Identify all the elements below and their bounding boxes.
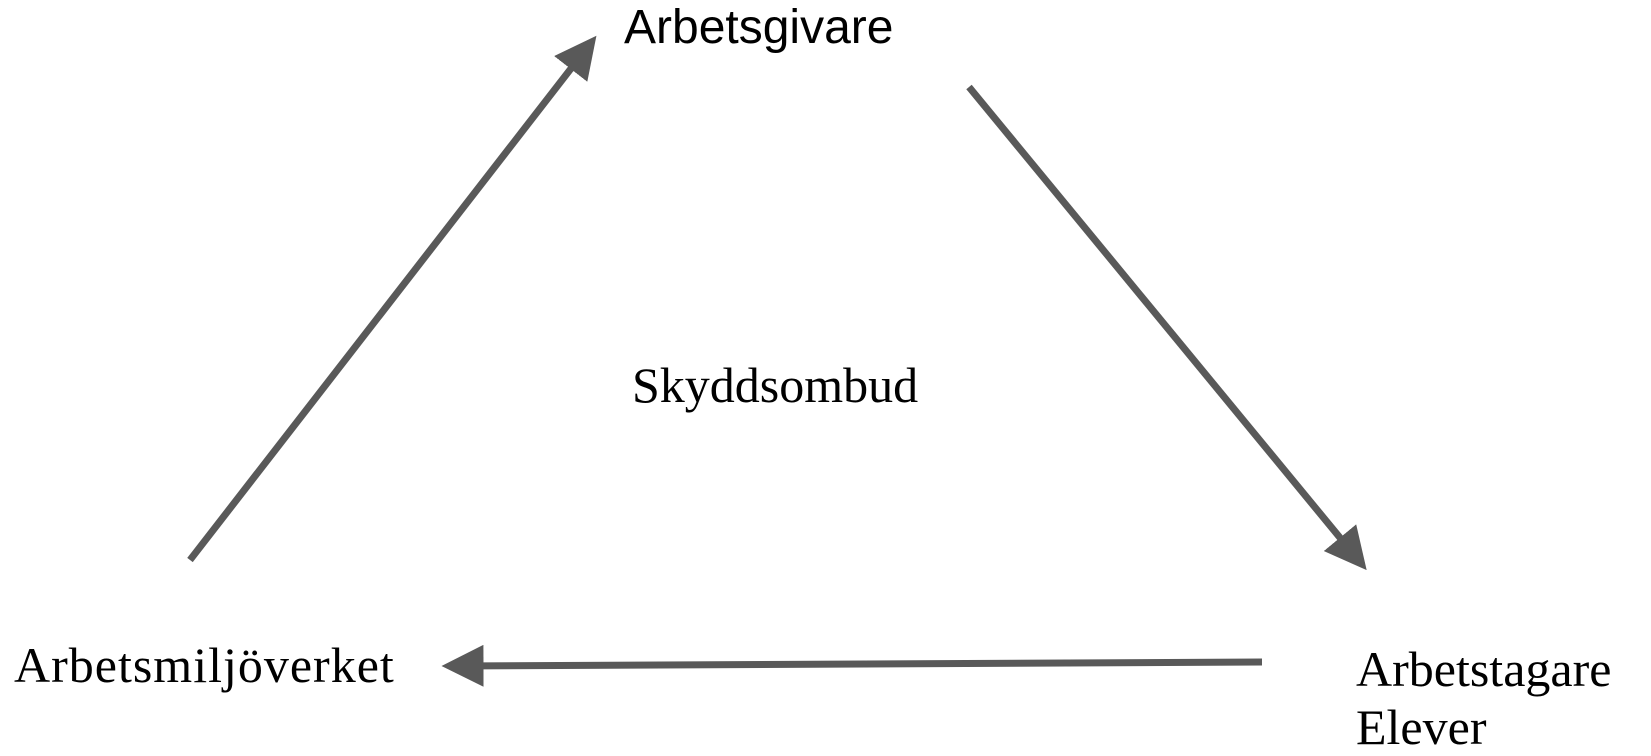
node-employees: Arbetstagare Elever	[1356, 640, 1611, 756]
arrow-agency-to-employer	[187, 35, 597, 563]
node-work-environment-authority: Arbetsmiljöverket	[14, 637, 395, 693]
arrow-employer-to-employees	[966, 84, 1367, 571]
node-employees-line2: Elever	[1356, 699, 1487, 755]
arrow-employees-to-agency	[441, 644, 1263, 687]
node-employer: Arbetsgivare	[624, 1, 894, 54]
node-employees-line1: Arbetstagare	[1356, 641, 1612, 697]
node-safety-representative: Skyddsombud	[632, 357, 919, 413]
